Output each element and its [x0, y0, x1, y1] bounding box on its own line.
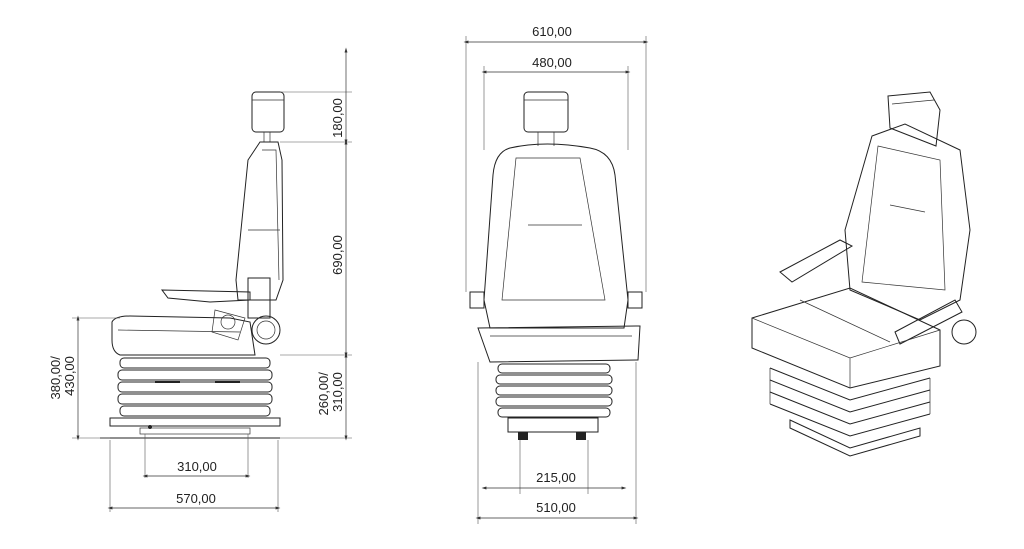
dim-backrest-text: 690,00 — [330, 235, 345, 275]
side-backrest — [235, 141, 284, 301]
iso-recline-knob — [951, 319, 977, 345]
dim-depth-text: 570,00 — [176, 491, 216, 506]
front-bellows — [495, 363, 613, 418]
side-headrest — [251, 91, 285, 133]
iso-armrest-left — [779, 239, 854, 283]
dim-cushion-text: 260,00/ 310,00 — [316, 369, 345, 416]
side-view — [100, 91, 285, 439]
side-armrest — [160, 289, 251, 303]
dim-base-text: 380,00/ 430,00 — [48, 353, 77, 400]
front-view — [469, 91, 643, 440]
front-armrest-right — [627, 291, 643, 309]
front-seat-cushion — [477, 325, 641, 363]
dim-base-text-line2: 430,00 — [62, 356, 77, 396]
front-armrest-left — [469, 291, 485, 309]
front-base — [507, 417, 599, 433]
iso-seat-cushion — [751, 287, 941, 389]
iso-bellows — [769, 367, 931, 437]
side-base — [109, 417, 281, 427]
dim-headrest-text: 180,00 — [330, 98, 345, 138]
front-headrest — [523, 91, 569, 133]
side-dimensions: 180,00 690,00 260,00/ 310,00 380,00/ 430… — [48, 47, 352, 512]
dim-backrest-width-text: 480,00 — [532, 55, 572, 70]
dim-cushion-text-line1: 260,00/ — [316, 372, 331, 416]
side-rail — [139, 427, 251, 435]
dim-cushion-text-line2: 310,00 — [330, 372, 345, 412]
front-dimensions: 610,00 480,00 215,00 510,00 — [463, 24, 649, 524]
front-backrest — [483, 143, 629, 329]
iso-backrest — [844, 123, 971, 321]
dim-base-text-line1: 380,00/ — [48, 356, 63, 400]
side-seat-cushion — [111, 315, 256, 356]
dim-rail-spacing-text: 215,00 — [536, 470, 576, 485]
dim-rail-text: 310,00 — [177, 459, 217, 474]
dim-base-width-text: 510,00 — [536, 500, 576, 515]
dim-total-width-text: 610,00 — [532, 24, 572, 39]
isometric-view — [751, 91, 977, 457]
side-bellows — [117, 357, 273, 417]
iso-headrest — [887, 91, 941, 147]
iso-base — [789, 419, 921, 457]
iso-armrest-right — [894, 299, 963, 345]
side-recline-knob — [251, 315, 281, 345]
